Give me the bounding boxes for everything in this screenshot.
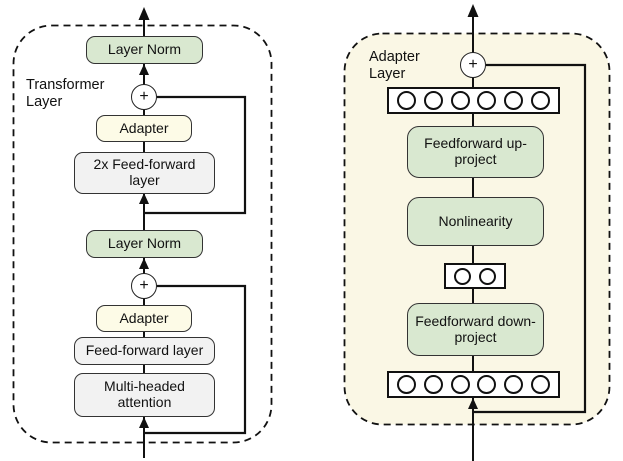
unit-circle [477,375,497,394]
transformer-layer-panel [12,24,273,444]
left-input-arrowhead [139,417,149,428]
unit-circle [477,91,497,110]
adapter-block-bottom: Adapter [96,305,192,332]
left-top-residual-wire [145,95,247,215]
right-residual-wire [474,63,587,414]
multi-headed-attention-block: Multi-headed attention [74,373,215,417]
feedforward-layer-block: Feed-forward layer [74,337,215,365]
adapter-layer-label: Adapter Layer [369,49,420,83]
unit-circle [504,91,524,110]
layer-norm-top-block: Layer Norm [86,36,203,64]
add-node-bottom: + [131,273,157,299]
transformer-layer-label: Transformer Layer [26,77,105,111]
left-output-arrowhead [138,7,150,20]
adapter-bottom-units-row [387,371,560,398]
feedforward-down-project-block: Feedforward down-project [407,303,544,356]
unit-circle [479,267,496,285]
adapter-add-node: + [460,52,486,78]
add-node-top: + [131,84,157,110]
adapter-bottleneck-units-row [444,263,506,289]
right-output-arrowhead [467,4,479,17]
unit-circle [423,91,443,110]
left-arrowhead-into-layernorm-bottom [139,258,149,269]
unit-circle [396,91,416,110]
nonlinearity-block: Nonlinearity [407,197,544,246]
unit-circle [531,91,551,110]
unit-circle [423,375,443,394]
unit-circle [454,267,471,285]
left-bottom-residual-wire [145,284,247,435]
left-arrowhead-into-layernorm-top [139,64,149,75]
adapter-top-units-row [387,87,560,114]
unit-circle [504,375,524,394]
unit-circle [531,375,551,394]
adapter-block-top: Adapter [96,115,192,142]
layer-norm-bottom-block: Layer Norm [86,230,203,258]
unit-circle [450,375,470,394]
unit-circle [450,91,470,110]
left-arrowhead-into-2x-feedforward [139,193,149,204]
right-input-arrowhead [468,398,478,409]
feedforward-up-project-block: Feedforward up-project [407,126,544,178]
feedforward-2x-block: 2x Feed-forward layer [74,152,215,194]
unit-circle [396,375,416,394]
